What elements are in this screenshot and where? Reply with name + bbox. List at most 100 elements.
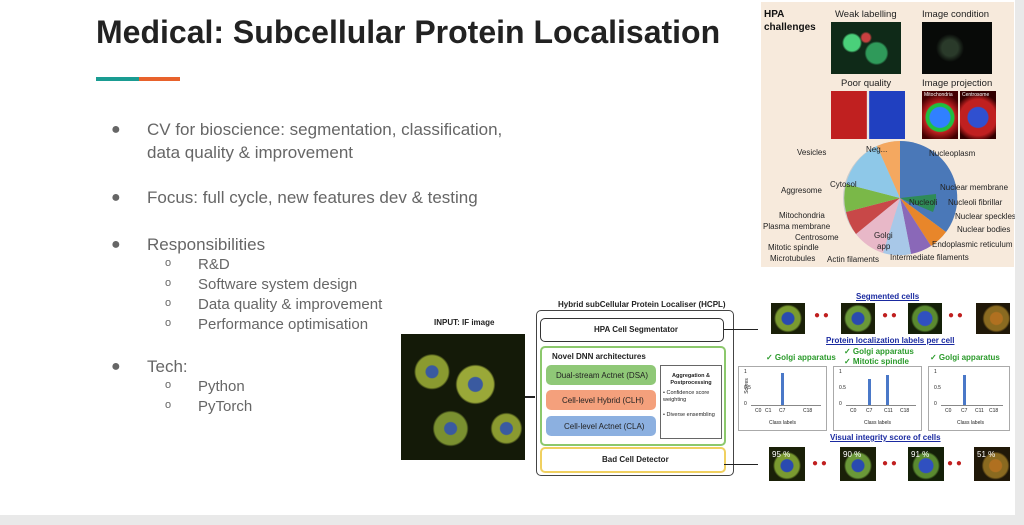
bullet-1-text: CV for bioscience: segmentation, classif… bbox=[147, 120, 503, 162]
pie-label: Aggresome bbox=[781, 186, 822, 195]
novel-dnn-label: Novel DNN architectures bbox=[552, 352, 646, 361]
image-condition-image bbox=[922, 22, 992, 74]
score-chart-1: 1 0.5 0 Scores C0 C1 C7 C18 Class labels bbox=[738, 366, 827, 431]
panel-label: Poor quality bbox=[841, 78, 892, 89]
pie-label: Nuclear speckles bbox=[955, 212, 1015, 221]
dsa-box bbox=[546, 365, 656, 385]
slide-title: Medical: Subcellular Protein Localisatio… bbox=[96, 14, 721, 50]
segmentor-label: HPA Cell Segmentator bbox=[594, 325, 679, 334]
dots-separator: ● ● bbox=[812, 458, 827, 469]
x-tick: C0 bbox=[755, 408, 762, 414]
hcpl-title: Hybrid subCellular Protein Localiser (HC… bbox=[558, 300, 726, 309]
score-chart-2: 1 0.5 0 C0 C7 C11 C18 Class labels bbox=[833, 366, 922, 431]
cla-label: Cell-level Actnet (CLA) bbox=[564, 422, 645, 431]
pie-slice-aggresome bbox=[844, 184, 900, 212]
pie-label: Nucleoli bbox=[909, 198, 938, 207]
input-if-image bbox=[401, 334, 525, 460]
x-axis-label: Class labels bbox=[864, 420, 891, 426]
x-tick: C18 bbox=[803, 408, 813, 414]
pie-label: Nucleoli fibrillar bbox=[948, 198, 1003, 207]
pie-label: Vesicles bbox=[797, 148, 827, 157]
y-tick: 0 bbox=[839, 401, 842, 407]
aggregation-item-text: Diverse ensembling bbox=[666, 412, 715, 418]
dots-separator: ● ● bbox=[948, 310, 963, 321]
arrow-line bbox=[525, 396, 535, 398]
pie-label: Intermediate filaments bbox=[890, 253, 969, 262]
poor-quality-image bbox=[831, 91, 905, 139]
pie-slice-nucleoplasm bbox=[900, 140, 958, 232]
labels-title: Protein localization labels per cell bbox=[826, 336, 955, 345]
sub-item-text: Software system design bbox=[198, 276, 358, 293]
pie-label: Plasma membrane bbox=[763, 222, 831, 231]
y-tick: 1 bbox=[839, 369, 842, 375]
aggregation-item: • Diverse ensembling bbox=[663, 412, 715, 418]
arrow-line bbox=[724, 464, 758, 465]
weak-labelling-image bbox=[831, 22, 901, 74]
dots-separator: ● ● bbox=[814, 310, 829, 321]
aggregation-item: • Confidence score weighting bbox=[663, 390, 710, 403]
x-tick: C11 bbox=[884, 408, 893, 414]
sub-item-text: Python bbox=[198, 378, 245, 395]
x-axis-line bbox=[941, 405, 1003, 406]
projection-image-left bbox=[922, 91, 958, 139]
aggregation-box bbox=[660, 365, 722, 439]
pie-label: Nuclear membrane bbox=[940, 183, 1009, 192]
pie-slice-golgi bbox=[883, 198, 911, 256]
dots-separator: ● ● bbox=[882, 310, 897, 321]
integrity-score: 90 % bbox=[843, 450, 862, 459]
x-tick: C7 bbox=[961, 408, 968, 414]
dots-separator: ● ● bbox=[882, 458, 897, 469]
y-tick: 0 bbox=[934, 401, 937, 407]
pie-label: Golgi bbox=[874, 231, 893, 240]
sub-item-text: Performance optimisation bbox=[198, 316, 369, 333]
pie-slice-mitochondria bbox=[846, 198, 900, 234]
pie-label: Centrosome bbox=[795, 233, 839, 242]
projection-image-right bbox=[960, 91, 996, 139]
dsa-label: Dual-stream Actnet (DSA) bbox=[556, 371, 649, 380]
clh-box bbox=[546, 390, 656, 410]
pie-label: Endoplasmic reticulum bbox=[932, 240, 1013, 249]
accent-bar-orange bbox=[139, 77, 180, 81]
pie-slice-nucleoli bbox=[900, 194, 937, 212]
hcpl-figure: Hybrid subCellular Protein Localiser (HC… bbox=[398, 292, 1014, 492]
slide: Medical: Subcellular Protein Localisatio… bbox=[0, 0, 1015, 515]
integrity-score: 95 % bbox=[772, 450, 791, 459]
score-chart-3: 1 0.5 0 C0 C7 C11 C18 Class labels bbox=[928, 366, 1010, 431]
input-label: INPUT: IF image bbox=[434, 318, 495, 327]
integrity-score: 91 % bbox=[911, 450, 930, 459]
bullet-2: ●Focus: full cycle, new features dev & t… bbox=[111, 188, 478, 207]
hpa-challenges-figure: HPA challenges Weak labelling Image cond… bbox=[761, 2, 1015, 267]
bad-cell-box bbox=[540, 447, 726, 473]
hpa-heading: HPA challenges bbox=[764, 9, 816, 33]
clh-label: Cell-level Hybrid (CLH) bbox=[562, 396, 644, 405]
x-axis-line bbox=[751, 405, 821, 406]
pie-slice-cytosol bbox=[846, 146, 900, 198]
sub-item-text: R&D bbox=[198, 256, 230, 273]
pie-label: Cytosol bbox=[830, 180, 857, 189]
pie-label: Mitotic spindle bbox=[768, 243, 819, 252]
segmented-cell-image bbox=[771, 303, 805, 334]
cell-label: ✓ Golgi apparatus bbox=[844, 347, 914, 356]
bullet-4: ●Tech: bbox=[111, 357, 188, 376]
segmentor-box bbox=[540, 318, 724, 342]
y-tick: 0.5 bbox=[839, 385, 846, 391]
segmented-cell-image bbox=[841, 303, 875, 334]
bullet-4-text: Tech: bbox=[147, 357, 188, 376]
integrity-score: 51 % bbox=[977, 450, 996, 459]
pie-label: app bbox=[877, 242, 891, 251]
x-tick: C1 bbox=[765, 408, 772, 414]
aggregation-item-text: Confidence score weighting bbox=[663, 390, 710, 403]
hcpl-frame bbox=[536, 310, 734, 476]
bad-cell-label: Bad Cell Detector bbox=[602, 455, 669, 464]
integrity-cell-image bbox=[908, 447, 944, 481]
y-tick: 0 bbox=[744, 401, 747, 407]
aggregation-title: Aggregation & Postprocessing bbox=[670, 373, 712, 386]
sub-item-text: Data quality & improvement bbox=[198, 296, 383, 313]
cell-label: ✓ Golgi apparatus bbox=[766, 353, 836, 362]
y-tick: 1 bbox=[934, 369, 937, 375]
score-bar bbox=[963, 375, 966, 405]
